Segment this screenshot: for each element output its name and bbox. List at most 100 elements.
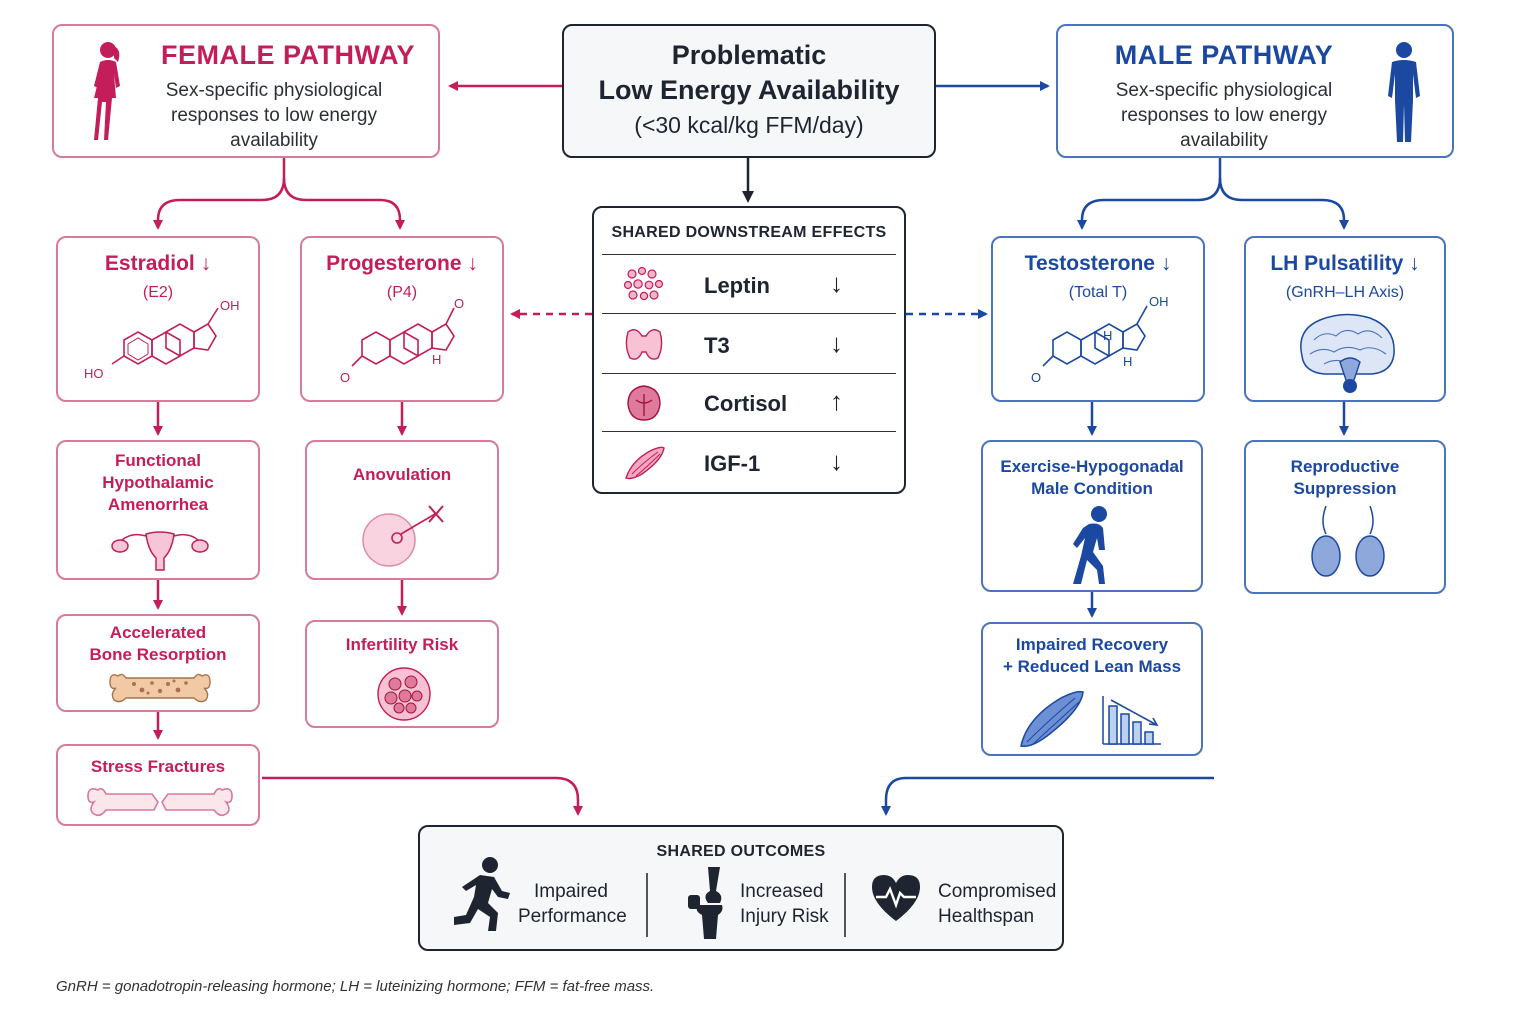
reproductive-suppression-box: Reproductive Suppression (1244, 440, 1446, 594)
heart-pulse-icon (872, 875, 920, 921)
shared-effects-title: SHARED DOWNSTREAM EFFECTS (611, 224, 887, 241)
knee-joint-icon (688, 867, 723, 939)
fractures-title: Stress Fractures (90, 757, 226, 776)
adipose-cells-icon (623, 266, 664, 301)
infertility-box: Infertility Risk (305, 620, 499, 728)
porous-bone-icon (109, 673, 211, 703)
testosterone-title: Testosterone ↓ (1024, 252, 1172, 275)
progesterone-h-label: H (432, 352, 441, 367)
female-pathway-subtitle: Sex-specific physiological responses to … (165, 80, 383, 151)
outcome3-line1: Compromised (938, 881, 1057, 902)
female-pathway-box: FEMALE PATHWAY Sex-specific physiologica… (52, 24, 440, 158)
shared-row-igf1-label: IGF-1 (704, 451, 761, 476)
anovulation-title: Anovulation (352, 465, 452, 484)
fha-line3: Amenorrhea (107, 495, 209, 514)
shared-row-cortisol-arrow: ↑ (830, 386, 843, 416)
outcome1-line1: Impaired (534, 881, 608, 902)
arrow-male-to-outcomes (881, 776, 1214, 816)
shared-row-cortisol: Cortisol ↑ (602, 374, 896, 432)
anovulation-box: Anovulation (305, 440, 499, 580)
fha-box: Functional Hypothalamic Amenorrhea (56, 440, 260, 580)
shared-effects-box: SHARED DOWNSTREAM EFFECTS Leptin ↓ T3 ↓ (592, 206, 906, 494)
embryo-cells-icon (377, 667, 431, 721)
bone-line1: Accelerated (109, 623, 207, 642)
low-energy-availability-box: Problematic Low Energy Availability (<30… (562, 24, 936, 158)
footnote: GnRH = gonadotropin-releasing hormone; L… (56, 978, 655, 995)
female-figure-icon (94, 42, 120, 140)
shared-row-igf1: IGF-1 ↓ (602, 434, 896, 492)
thyroid-icon (625, 329, 663, 360)
shared-outcomes-title: SHARED OUTCOMES (656, 843, 826, 860)
lh-title: LH Pulsatility ↓ (1270, 252, 1420, 275)
broken-bone-icon (87, 787, 233, 817)
center-title-line1: Problematic (671, 40, 827, 70)
estradiol-subtitle: (E2) (142, 284, 174, 301)
arrow-female-split (153, 158, 286, 230)
brain-pituitary-icon (1300, 313, 1395, 393)
lh-pulsatility-box: LH Pulsatility ↓ (GnRH–LH Axis) (1244, 236, 1446, 402)
testosterone-structure-icon: OH O H H (1031, 294, 1169, 385)
fha-line2: Hypothalamic (102, 473, 214, 492)
shared-outcomes-box: SHARED OUTCOMES Impaired Performance Inc… (418, 825, 1064, 951)
walking-man-icon (1073, 506, 1107, 584)
estradiol-oh-label: OH (220, 298, 240, 313)
shared-row-igf1-arrow: ↓ (830, 446, 843, 476)
egg-cell-icon (362, 505, 444, 567)
ehmc-box: Exercise-Hypogonadal Male Condition (981, 440, 1203, 592)
testosterone-oh-label: OH (1149, 294, 1169, 309)
runner-icon (454, 857, 510, 931)
bone-line2: Bone Resorption (89, 645, 227, 664)
muscle-icon (625, 446, 665, 480)
male-pathway-box: MALE PATHWAY Sex-specific physiological … (1056, 24, 1454, 158)
testosterone-box: Testosterone ↓ (Total T) OH O H H (991, 236, 1205, 402)
shared-row-leptin-arrow: ↓ (830, 268, 843, 298)
outcome2-line1: Increased (740, 881, 824, 902)
estradiol-box: Estradiol ↓ (E2) OH HO (56, 236, 260, 402)
testes-icon (1311, 505, 1385, 577)
recovery-line2: + Reduced Lean Mass (1002, 657, 1182, 676)
testosterone-h1-label: H (1103, 328, 1112, 343)
outcome-divider-1 (646, 873, 648, 937)
male-pathway-title: MALE PATHWAY (1114, 40, 1334, 70)
estradiol-structure-icon: OH HO (84, 298, 240, 381)
testosterone-subtitle: (Total T) (1068, 284, 1128, 301)
center-title-line2: Low Energy Availability (598, 75, 900, 105)
progesterone-title: Progesterone ↓ (326, 252, 478, 275)
stress-fractures-box: Stress Fractures (56, 744, 260, 826)
shared-row-t3-label: T3 (704, 333, 730, 358)
testosterone-o-label: O (1031, 370, 1041, 385)
female-pathway-title: FEMALE PATHWAY (160, 40, 415, 70)
estradiol-title: Estradiol ↓ (104, 252, 212, 275)
lh-subtitle: (GnRH–LH Axis) (1285, 284, 1405, 301)
male-pathway-subtitle: Sex-specific physiological responses to … (1115, 80, 1333, 151)
repro-line1: Reproductive (1290, 457, 1400, 476)
shared-row-t3: T3 ↓ (602, 316, 896, 374)
shared-row-t3-arrow: ↓ (830, 328, 843, 358)
testosterone-h2-label: H (1123, 354, 1132, 369)
adrenal-gland-icon (627, 385, 661, 421)
progesterone-o2-label: O (340, 370, 350, 385)
male-figure-icon (1388, 42, 1420, 142)
progesterone-subtitle: (P4) (386, 284, 418, 301)
recovery-line1: Impaired Recovery (1015, 635, 1169, 654)
arrow-male-split (1077, 158, 1222, 230)
progesterone-o-label: O (454, 296, 464, 311)
outcome1-line2: Performance (518, 906, 627, 927)
bone-resorption-box: Accelerated Bone Resorption (56, 614, 260, 712)
impaired-recovery-box: Impaired Recovery + Reduced Lean Mass (981, 622, 1203, 756)
estradiol-ho-label: HO (84, 366, 104, 381)
outcome2-line2: Injury Risk (740, 906, 829, 927)
shared-row-leptin-label: Leptin (704, 273, 770, 298)
declining-bar-chart-icon (1102, 696, 1161, 745)
outcome-impaired-performance: Impaired Performance (420, 827, 646, 949)
ehmc-line2: Male Condition (1031, 479, 1153, 498)
shared-row-leptin: Leptin ↓ (602, 256, 896, 314)
ehmc-line1: Exercise-Hypogonadal (1000, 457, 1184, 476)
muscle-fiber-icon (1020, 690, 1084, 748)
outcome3-line2: Healthspan (938, 906, 1035, 927)
arrow-female-to-outcomes (262, 776, 583, 816)
progesterone-box: Progesterone ↓ (P4) O O H (300, 236, 504, 402)
infertility-title: Infertility Risk (345, 635, 459, 654)
center-threshold: (<30 kcal/kg FFM/day) (634, 112, 864, 138)
shared-row-cortisol-label: Cortisol (704, 391, 788, 416)
